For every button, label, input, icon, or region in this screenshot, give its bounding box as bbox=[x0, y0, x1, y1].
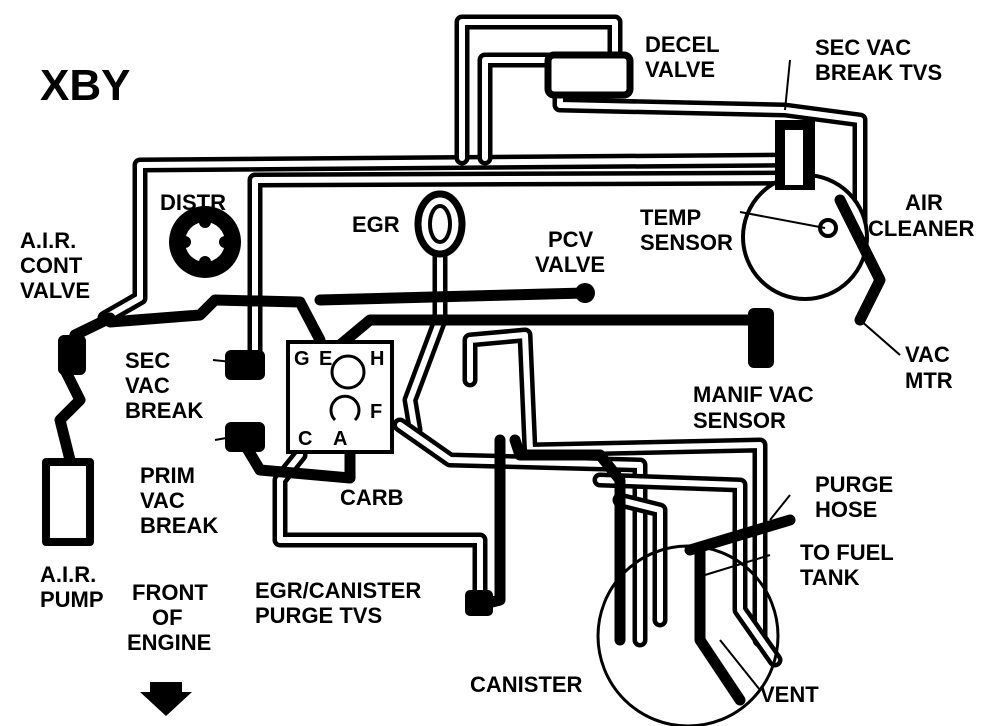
label-distr: DISTR bbox=[160, 190, 226, 215]
air-cont-valve bbox=[58, 335, 86, 375]
leaders bbox=[212, 59, 791, 691]
carb-port-e: E bbox=[319, 348, 332, 370]
carb-port-h: H bbox=[370, 348, 384, 370]
temp-sensor-leader bbox=[739, 211, 826, 229]
hose-carb-bottom bbox=[239, 439, 356, 484]
sec-vac-break-actuator bbox=[225, 350, 265, 380]
diagram-title: XBY bbox=[40, 61, 130, 110]
carb-port-c: C bbox=[298, 428, 312, 450]
canister bbox=[596, 544, 780, 726]
egr-canister-purge-tvs bbox=[465, 590, 493, 616]
label-carb: CARB bbox=[340, 485, 404, 510]
carb-port-f: F bbox=[370, 401, 382, 423]
label-vent: VENT bbox=[760, 682, 819, 707]
label-egr: EGR bbox=[352, 212, 400, 237]
vac-mtr-leader bbox=[859, 319, 901, 356]
hose-egr bbox=[402, 247, 448, 438]
label-air-pump: A.I.R.PUMP bbox=[40, 562, 104, 612]
arrow-down-icon bbox=[140, 682, 192, 716]
carb-port-a: A bbox=[333, 428, 347, 450]
hose-fuel-tank bbox=[684, 514, 796, 706]
hose-air-pump bbox=[54, 312, 116, 466]
hose-pcv bbox=[104, 287, 591, 346]
manif-vac-sensor bbox=[748, 308, 774, 368]
egr-valve bbox=[414, 190, 466, 258]
air-cleaner bbox=[741, 120, 886, 326]
decel-valve bbox=[544, 51, 634, 99]
prim-vac-break-actuator bbox=[225, 422, 265, 452]
hose-manif-vac bbox=[334, 314, 766, 351]
label-canister: CANISTER bbox=[470, 672, 583, 697]
pcv-valve bbox=[575, 283, 595, 303]
distributor bbox=[169, 206, 241, 278]
hose-decel-loop bbox=[454, 14, 623, 166]
carb-port-g: G bbox=[294, 348, 310, 370]
air-pump bbox=[42, 458, 94, 546]
carburetor bbox=[286, 340, 394, 454]
hose-canister-lines bbox=[392, 327, 783, 668]
